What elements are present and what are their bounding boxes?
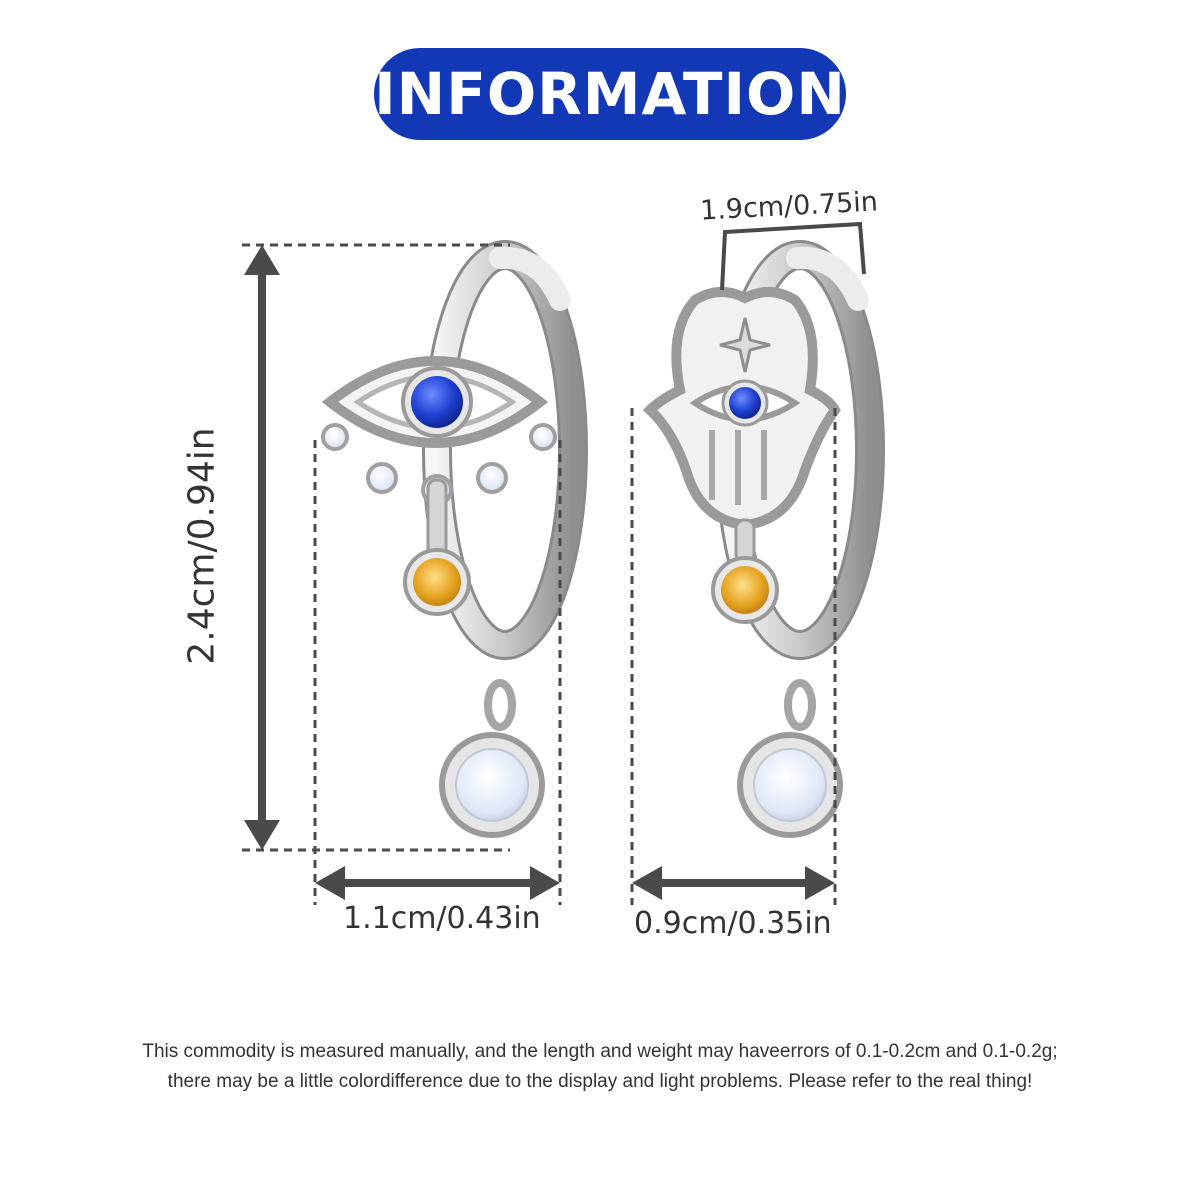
hamsa-earring [642,240,885,838]
hamsa-sapphire [729,387,761,419]
dimension-lines [242,221,866,905]
disclaimer-line-1: This commodity is measured manually, and… [142,1041,1058,1062]
right-width-label: 0.9cm/0.35in [634,906,832,941]
evil-eye-earring [321,240,588,838]
hamsa-crystal-drop [753,748,827,822]
left-width-label: 1.1cm/0.43in [343,901,541,936]
dimension-arrowheads [244,245,835,900]
star-charm [719,317,771,373]
height-label: 2.4cm/0.94in [181,427,223,665]
hamsa-citrine [721,566,769,614]
disclaimer-line-2: there may be a little colordifference du… [167,1071,1033,1092]
crystal-drop [455,748,529,822]
title-badge: INFORMATION [374,48,846,140]
sapphire-stone [411,376,463,428]
citrine-stone [413,558,461,606]
